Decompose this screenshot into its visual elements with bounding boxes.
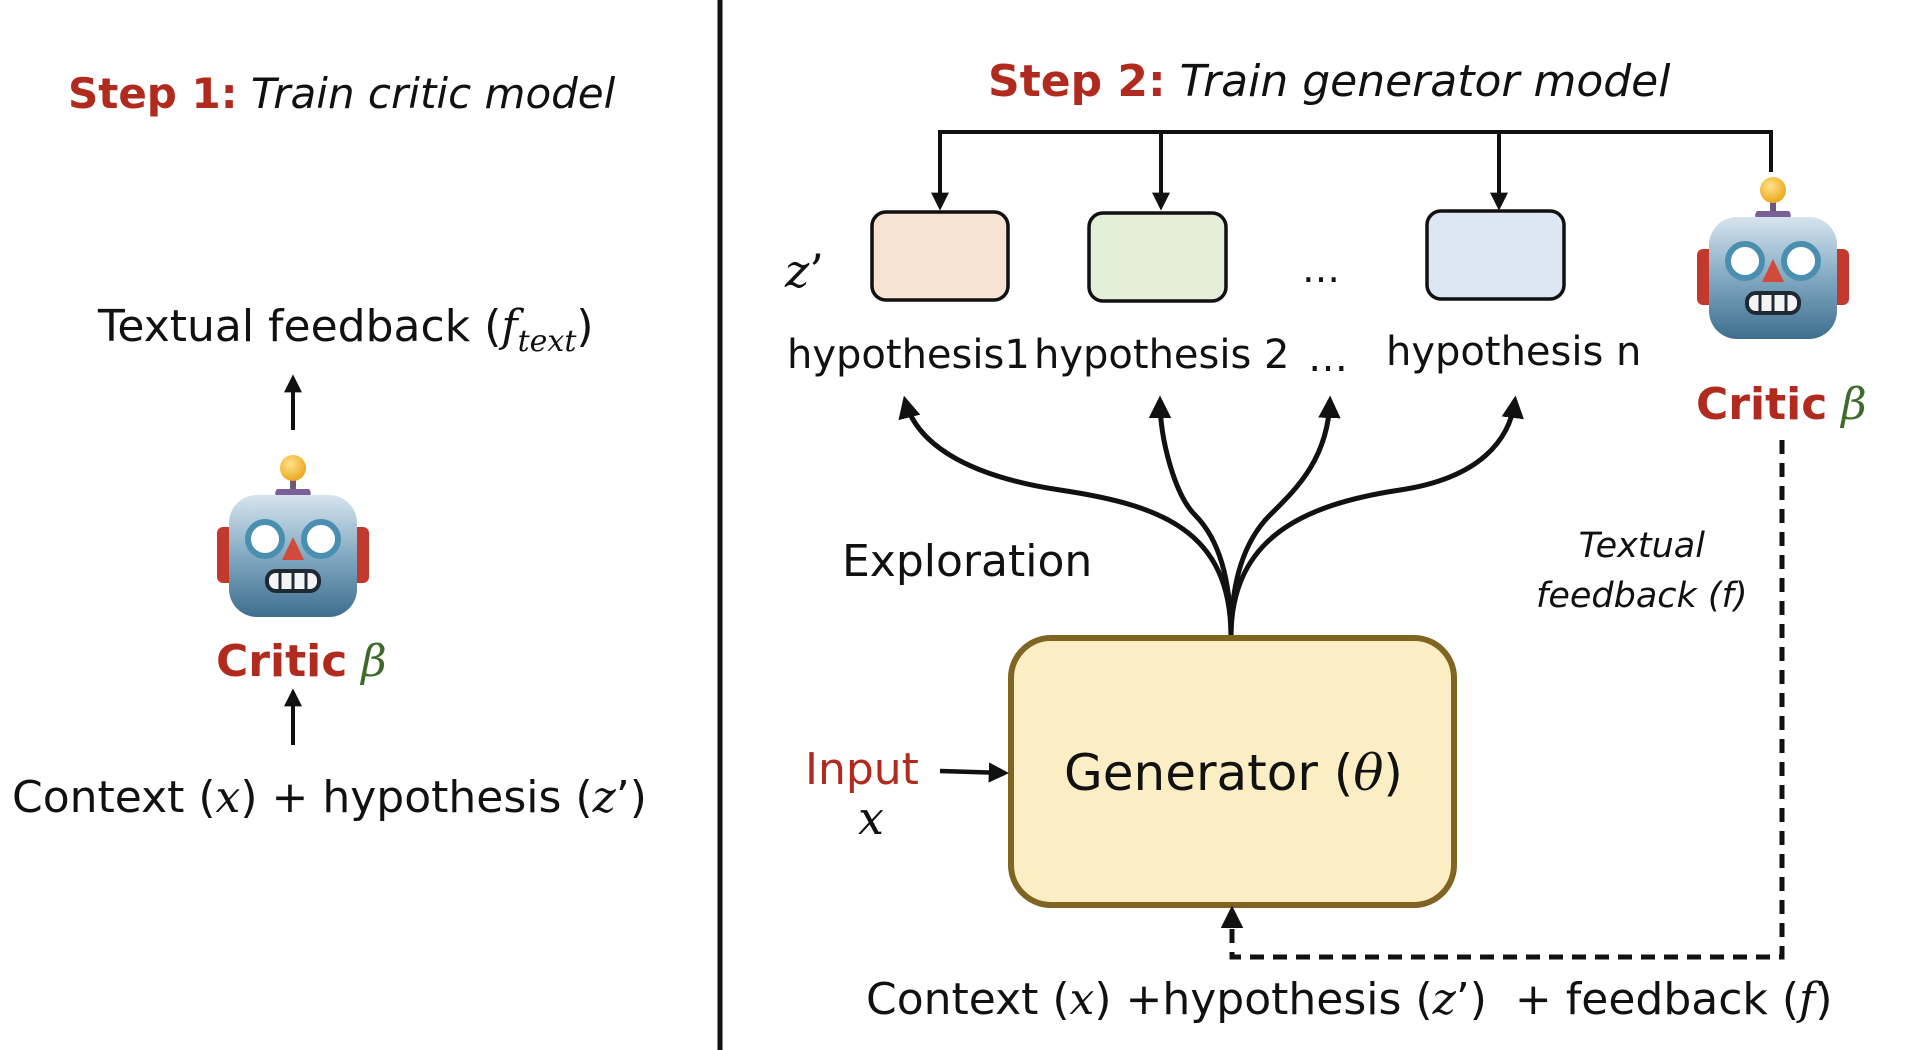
feedback-loop-dashed — [1220, 440, 1785, 960]
generator-input-label: Context (x) +hypothesis (z’) + feedback … — [866, 978, 1833, 1022]
step1-title: Step 1: Train critic model — [68, 73, 615, 115]
hypothesis2-box — [1087, 211, 1228, 303]
critic-beta: β — [361, 636, 387, 687]
step2-title: Step 2: Train generator model — [988, 60, 1670, 104]
output-sub: text — [517, 323, 577, 359]
bottom-text-d: ) — [1815, 974, 1833, 1025]
critic-label-right: Critic β — [1696, 383, 1867, 427]
generator-theta: θ — [1353, 744, 1384, 802]
input-text-a: Context ( — [12, 772, 216, 823]
critic-label: Critic — [1696, 379, 1828, 430]
feedback-line-1: Textual — [1578, 526, 1705, 566]
generator-label: Generator (θ) — [1064, 748, 1403, 798]
step2-title-text: Train generator model — [1179, 56, 1671, 107]
feedback-line-2: feedback (f) — [1536, 575, 1748, 616]
bottom-f: f — [1799, 974, 1816, 1025]
critic-beta: β — [1841, 379, 1867, 430]
input-label: Input — [805, 744, 919, 795]
bottom-x: x — [1069, 974, 1095, 1025]
input-x-var: x — [858, 791, 884, 845]
input-arrow — [939, 762, 1010, 783]
generator-text-a: Generator ( — [1064, 744, 1354, 802]
step1-title-text: Train critic model — [250, 69, 616, 118]
exploration-arrow-hypn — [1228, 395, 1524, 638]
exploration-arrow-hyp1 — [898, 395, 1234, 638]
exploration-label: Exploration — [842, 536, 1093, 587]
exploration-arrow-dots — [1228, 395, 1341, 638]
z-prime: ’ — [809, 244, 824, 298]
critic-to-hypotheses-connector — [931, 130, 1773, 211]
bottom-text-b: ) +hypothesis ( — [1094, 974, 1433, 1025]
hypothesisn-label: hypothesis n — [1386, 329, 1642, 375]
output-close: ) — [576, 301, 594, 352]
z-prime-label: z’ — [785, 248, 824, 294]
robot-icon — [1697, 177, 1849, 339]
robot-icon — [217, 455, 369, 617]
box-ellipsis: … — [1302, 247, 1340, 291]
input-x: x — [215, 772, 241, 823]
step2-prefix: Step 2: — [988, 56, 1166, 107]
critic-output-label: Textual feedback (ftext) — [98, 305, 594, 357]
bottom-text-c: ’) + feedback ( — [1455, 974, 1800, 1025]
hypothesis1-label: hypothesis1 — [787, 332, 1030, 378]
step1-prefix: Step 1: — [68, 69, 238, 118]
bottom-z: z — [1432, 974, 1456, 1025]
output-var: f — [501, 301, 518, 352]
z-var: z — [785, 244, 810, 298]
critic-input-label: Context (x) + hypothesis (z’) — [12, 776, 647, 820]
hypothesis2-label: hypothesis 2 — [1034, 332, 1290, 378]
generator-box — [1008, 635, 1457, 908]
generator-text-b: ) — [1383, 744, 1403, 802]
critic-label-left: Critic β — [216, 640, 387, 684]
exploration-arrow-hyp2 — [1148, 395, 1234, 638]
textual-feedback-label: Textual feedback (f) — [1536, 522, 1748, 621]
hypothesis-ellipsis: … — [1308, 335, 1348, 381]
hypothesis1-box — [870, 210, 1010, 302]
hypothesisn-box — [1425, 209, 1566, 301]
output-text: Textual feedback ( — [98, 301, 502, 352]
input-text-b: ) + hypothesis ( — [240, 772, 593, 823]
bottom-text-a: Context ( — [866, 974, 1070, 1025]
input-z: z — [592, 772, 616, 823]
critic-label: Critic — [216, 636, 348, 687]
input-text-c: ’) — [615, 772, 647, 823]
